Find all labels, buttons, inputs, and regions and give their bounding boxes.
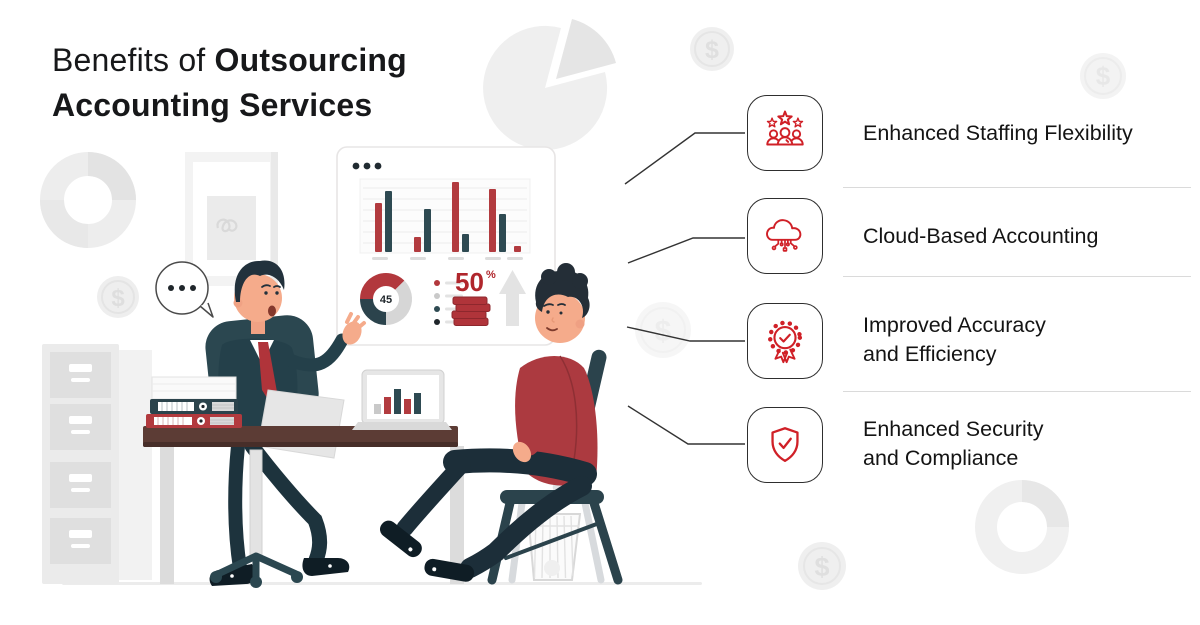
connector-3 [626,326,745,342]
growth-value: 50 [455,267,484,297]
team-stars-icon [766,110,804,146]
divider [843,391,1191,392]
typing-dots-icon [168,285,196,291]
benefit-icon-box-3 [747,303,823,379]
benefit-label-1: Enhanced Staffing Flexibility [863,119,1133,148]
dollar-coin-icon: $ [798,542,846,590]
coin-stack-icon [451,296,491,326]
shield-check-icon [771,427,799,462]
waste-basket [526,513,582,581]
dollar-coin-icon: $ [1080,53,1126,99]
filing-cabinet [42,344,152,584]
whiteboard-donut-chart: 45 [360,273,412,325]
donut-value: 45 [380,294,392,306]
svg-text:$: $ [111,285,125,312]
svg-text:$: $ [705,36,719,64]
title-regular: Benefits of [52,42,215,78]
title-line2: Accounting Services [52,87,373,123]
office-chair-base [210,449,303,588]
dollar-coin-icon: $ [635,302,691,358]
benefit-4-line2: and Compliance [863,446,1019,470]
picture-frame [185,152,278,286]
up-arrow-icon [499,270,526,326]
page-title: Benefits of Outsourcing Accounting Servi… [52,38,407,128]
cloud-network-icon [766,219,802,252]
benefit-icon-box-1 [747,95,823,171]
benefit-1-line1: Enhanced Staffing Flexibility [863,121,1133,145]
donut-decoration-bottom-right [975,480,1069,574]
benefit-icon-box-4 [747,407,823,483]
divider [843,276,1191,277]
svg-text:$: $ [655,315,672,348]
benefit-label-4: Enhanced Security and Compliance [863,415,1043,473]
speech-bubble [155,261,214,318]
benefit-2-line1: Cloud-Based Accounting [863,224,1099,248]
donut-decoration-top-left [40,152,136,248]
svg-text:$: $ [1096,61,1111,91]
client-right [380,263,623,585]
benefit-icon-box-2 [747,198,823,274]
binder-red [146,414,242,428]
whiteboard: 45 50 % [336,146,556,346]
connector-1 [624,132,745,185]
benefit-3-line2: and Efficiency [863,342,997,366]
window-dots-icon [352,162,382,170]
floor-line [62,582,702,585]
connector-lines [624,132,745,445]
divider [843,187,1191,188]
document-stack [146,376,242,428]
benefit-label-3: Improved Accuracy and Efficiency [863,311,1046,369]
svg-text:$: $ [814,552,829,582]
benefit-3-line1: Improved Accuracy [863,313,1046,337]
connector-4 [627,405,745,445]
title-bold: Outsourcing [214,42,407,78]
binder-teal [150,399,238,414]
connector-2 [627,237,745,264]
dollar-coin-icon: $ [690,27,734,71]
whiteboard-growth-stat: 50 % [451,267,526,326]
award-ribbon-icon [767,320,803,364]
decor-shapes: $ $ $ $ $ [40,19,1126,590]
whiteboard-bar-chart [359,178,531,260]
benefit-4-line1: Enhanced Security [863,417,1044,441]
laptop [352,369,452,430]
dollar-coin-icon: $ [97,276,139,318]
pie-decoration-top [483,19,616,150]
benefit-label-2: Cloud-Based Accounting [863,222,1098,251]
growth-unit: % [486,269,496,281]
